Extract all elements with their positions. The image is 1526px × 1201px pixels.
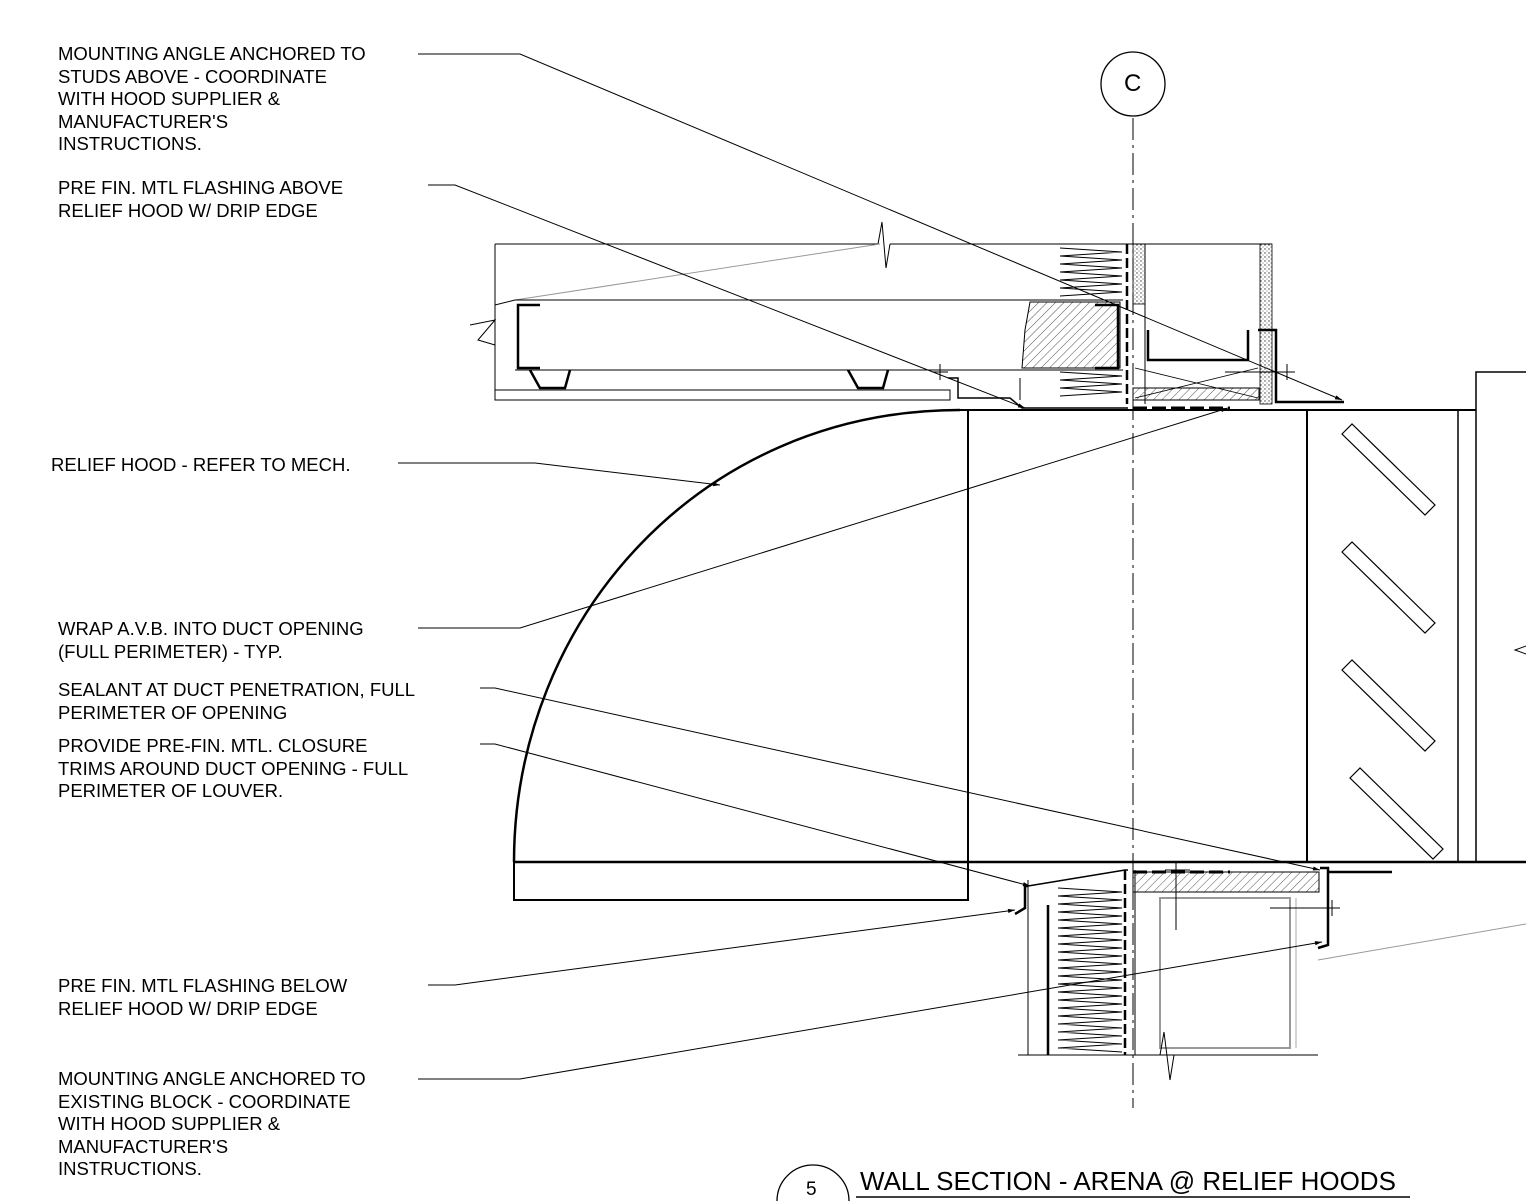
note-mounting-angle-above: MOUNTING ANGLE ANCHORED TO STUDS ABOVE -… <box>58 43 366 154</box>
note-wrap-avb: WRAP A.V.B. INTO DUCT OPENING (FULL PERI… <box>58 618 364 662</box>
relief-hood <box>512 371 1526 901</box>
note-sealant: SEALANT AT DUCT PENETRATION, FULL PERIME… <box>58 679 416 723</box>
note-relief-hood: RELIEF HOOD - REFER TO MECH. <box>51 454 351 475</box>
leader-wrap-avb <box>418 407 1229 629</box>
leader-flashing-below <box>428 908 1016 986</box>
leader-relief-hood <box>398 462 721 487</box>
note-closure-trims: PROVIDE PRE-FIN. MTL. CLOSURE TRIMS AROU… <box>58 735 409 801</box>
grid-line-label: C <box>1124 70 1142 97</box>
note-mounting-angle-below: MOUNTING ANGLE ANCHORED TO EXISTING BLOC… <box>58 1068 366 1179</box>
note-flashing-below: PRE FIN. MTL FLASHING BELOW RELIEF HOOD … <box>58 975 348 1019</box>
upper-wall-assembly <box>469 221 1344 410</box>
note-flashing-above: PRE FIN. MTL FLASHING ABOVE RELIEF HOOD … <box>58 177 344 221</box>
leader-lines <box>398 53 1343 1080</box>
detail-number: 5 <box>806 1179 817 1200</box>
leader-closure-trims <box>480 743 1031 887</box>
lower-wall-assembly <box>1014 862 1526 1081</box>
title-block <box>776 1164 1410 1201</box>
drawing-title: WALL SECTION - ARENA @ RELIEF HOODS <box>860 1166 1396 1196</box>
leader-mounting-angle-above <box>418 53 1343 401</box>
leader-flashing-above <box>428 184 1026 409</box>
leader-mounting-angle-below <box>418 941 1323 1080</box>
grid-line-c <box>1100 51 1166 1108</box>
leader-sealant <box>480 687 1321 871</box>
